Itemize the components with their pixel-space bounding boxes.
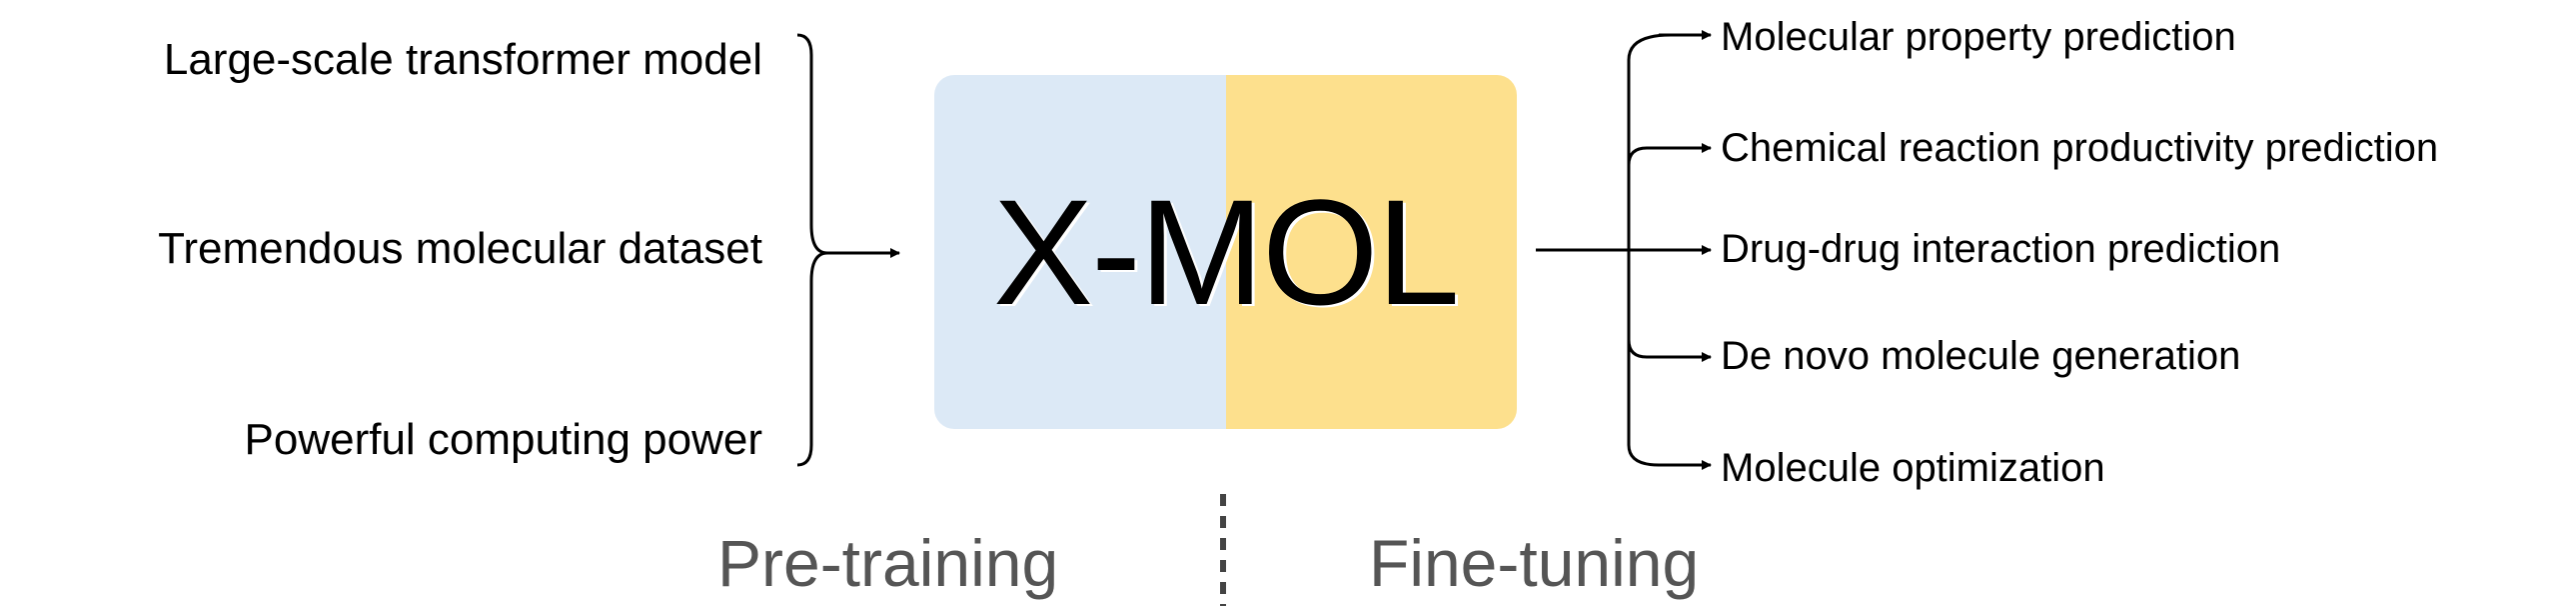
pretraining-panel: [934, 75, 1226, 429]
input-label-computing-power: Powerful computing power: [244, 415, 762, 464]
phase-label-finetuning: Fine-tuning: [1369, 526, 1700, 600]
phase-label-pretraining: Pre-training: [717, 526, 1059, 600]
output-arrow-2: [1627, 143, 1712, 166]
input-label-transformer-model: Large-scale transformer model: [163, 35, 762, 84]
input-label-molecular-dataset: Tremendous molecular dataset: [158, 224, 762, 273]
input-brace: [796, 33, 828, 467]
output-arrow-4: [1627, 339, 1712, 362]
model-box: X-MOL: [934, 75, 1517, 429]
output-label-molecule-generation: De novo molecule generation: [1721, 334, 2241, 378]
finetuning-panel: [1226, 75, 1517, 429]
output-label-molecule-optimization: Molecule optimization: [1721, 446, 2105, 490]
model-name: X-MOL: [992, 168, 1460, 336]
output-brace: [1627, 33, 1672, 467]
output-label-property-prediction: Molecular property prediction: [1721, 15, 2236, 59]
output-label-reaction-productivity: Chemical reaction productivity predictio…: [1721, 126, 2439, 170]
output-label-drug-interaction: Drug-drug interaction prediction: [1721, 227, 2281, 271]
